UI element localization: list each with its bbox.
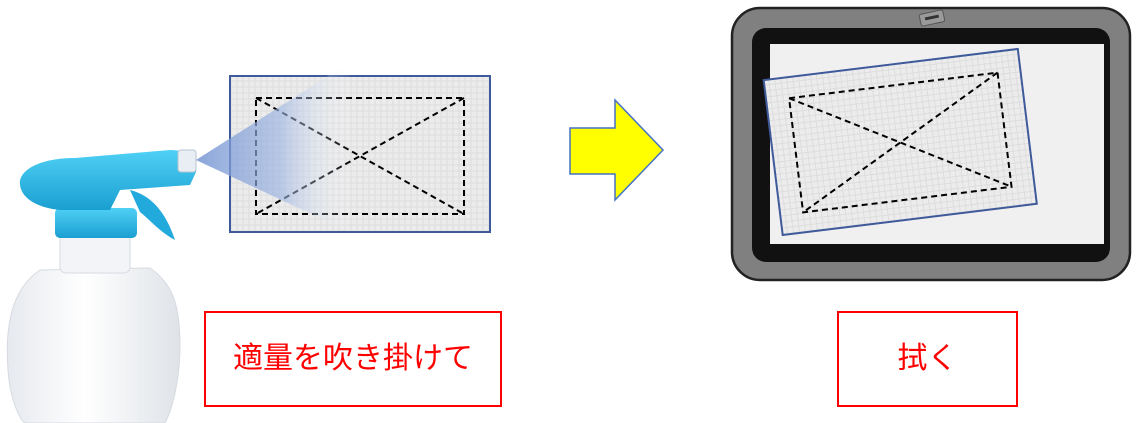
- spray-bottle-icon: [6, 149, 197, 423]
- step-spray-label: 適量を吹き掛けて: [233, 341, 473, 376]
- step-wipe-label: 拭く: [897, 341, 958, 376]
- right-arrow-icon: [569, 98, 665, 202]
- step-spray-label-box: 適量を吹き掛けて: [204, 311, 502, 407]
- step-wipe-label-box: 拭く: [837, 311, 1018, 407]
- spray-mist: [196, 62, 350, 232]
- tablet-icon: [730, 6, 1132, 282]
